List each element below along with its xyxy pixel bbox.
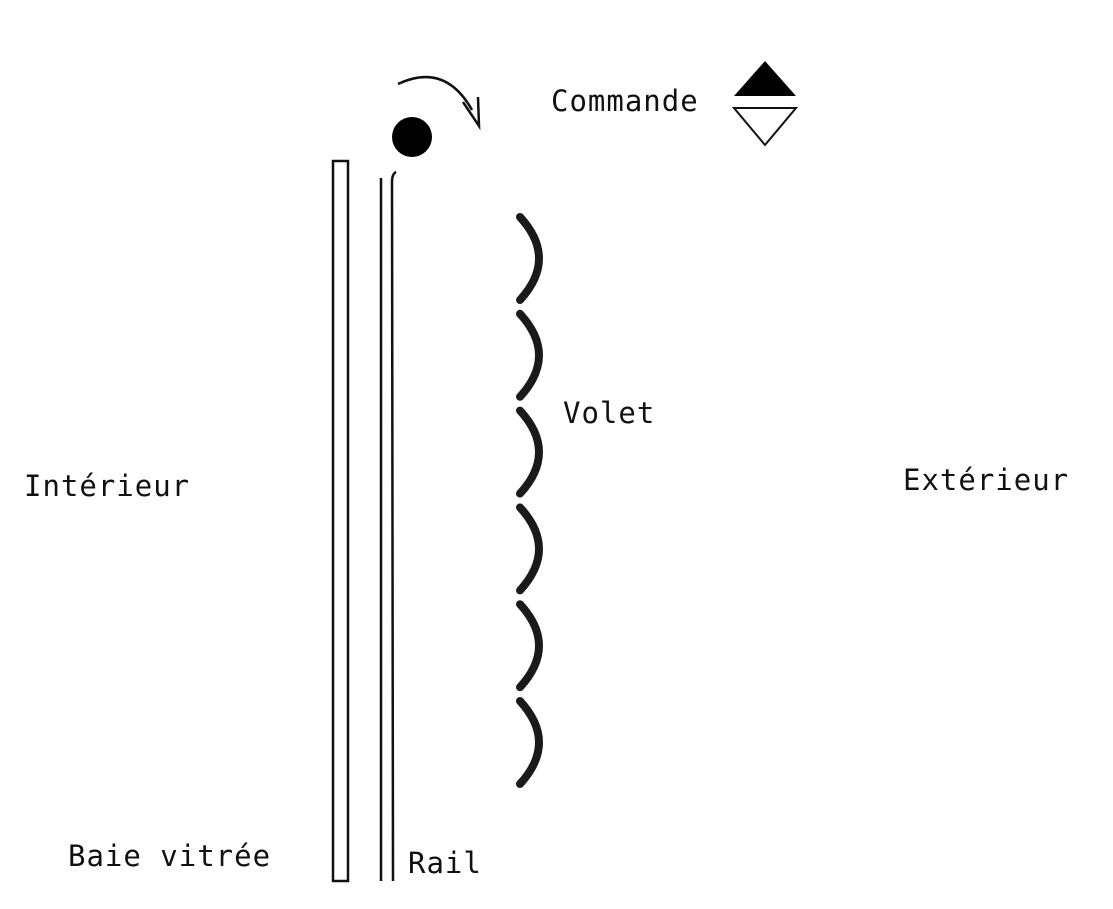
rail-line-outer <box>390 170 397 882</box>
shutter-slat <box>516 213 543 304</box>
exterior-label: Extérieur <box>903 463 1070 497</box>
shutter-label: Volet <box>563 396 656 430</box>
down-triangle-icon[interactable] <box>731 107 799 147</box>
shutter-slat <box>516 406 543 498</box>
rotation-arrow-icon <box>397 75 474 111</box>
command-label: Commande <box>551 84 699 118</box>
shutter-slat <box>516 309 543 401</box>
rail-label: Rail <box>408 846 482 880</box>
window-label: Baie vitrée <box>68 839 272 873</box>
up-triangle-icon[interactable] <box>734 61 796 96</box>
roller-drum <box>392 117 432 157</box>
shutter-slat <box>516 503 543 595</box>
shutter-slats <box>516 213 543 788</box>
shutter-slat <box>516 697 543 788</box>
window-pane <box>331 159 350 883</box>
rotation-arrowhead-icon <box>461 96 481 131</box>
shutter-slat <box>516 600 543 692</box>
interior-label: Intérieur <box>24 469 191 503</box>
